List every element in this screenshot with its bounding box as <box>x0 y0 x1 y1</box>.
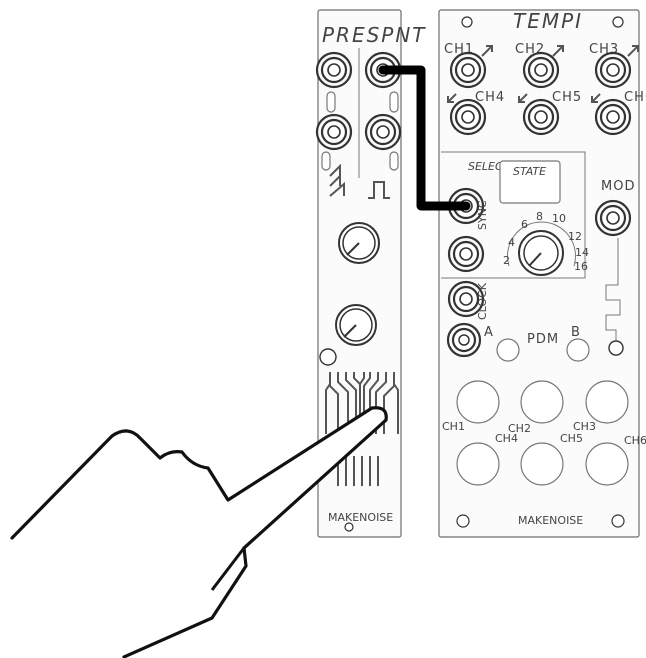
pad-label-ch5: CH5 <box>560 432 583 445</box>
dial-num-4: 4 <box>508 236 515 249</box>
pad-label-ch3: CH3 <box>573 420 596 433</box>
jack-left-lower[interactable] <box>447 235 485 273</box>
tempo-knob[interactable] <box>507 221 576 276</box>
tempi-brand: MAKENOISE <box>518 514 583 527</box>
prespnt-led-slot-2 <box>389 91 399 113</box>
patch-cable <box>378 65 471 211</box>
pad-label-ch1: CH1 <box>442 420 465 433</box>
square-wave-icon <box>368 181 390 199</box>
dial-num-12: 12 <box>568 230 582 243</box>
pad-ch6[interactable] <box>585 442 629 486</box>
mod-label: MOD <box>601 179 635 194</box>
pad-label-ch6: CH6 <box>624 434 646 447</box>
tempi-title: TEMPI <box>513 9 583 33</box>
state-label: STATE <box>513 165 546 178</box>
dial-num-16: 16 <box>574 260 588 273</box>
pad-ch5[interactable] <box>520 442 564 486</box>
prespnt-brand: MAKENOISE <box>328 511 393 524</box>
jack-ch3[interactable] <box>594 51 632 89</box>
sync-label: SYNC <box>476 200 489 230</box>
pad-label-ch4: CH4 <box>495 432 518 445</box>
clock-jack[interactable] <box>447 280 485 318</box>
tempi-screw-top-left <box>461 16 473 28</box>
pdm-label: PDM <box>527 332 559 347</box>
dial-num-14: 14 <box>575 246 589 259</box>
pad-ch3[interactable] <box>585 380 629 424</box>
tempi-screw-top-right <box>612 16 624 28</box>
pointing-hand-icon <box>10 406 388 658</box>
mod-led <box>608 340 624 356</box>
tempi-module: TEMPI CH1 CH2 CH3 CH4 CH5 CH6 SELECT STA… <box>438 9 646 538</box>
tempo-dial-arc <box>507 221 576 267</box>
control-section-frame <box>441 151 586 279</box>
prespnt-touch-plate[interactable] <box>325 372 399 486</box>
mod-trace <box>605 238 621 340</box>
prespnt-led <box>319 348 337 366</box>
clock-button[interactable] <box>446 322 482 358</box>
prespnt-led-slot-3 <box>321 151 331 171</box>
b-label: B <box>571 325 581 340</box>
jack-ch6[interactable] <box>594 98 632 136</box>
jack-ch1[interactable] <box>449 51 487 89</box>
prespnt-led-slot-4 <box>389 151 399 171</box>
prespnt-jack-top-left[interactable] <box>315 51 353 89</box>
dial-num-10: 10 <box>552 212 566 225</box>
button-a[interactable] <box>496 338 520 362</box>
output-arrow-icons-top <box>481 45 639 57</box>
jack-ch4[interactable] <box>449 98 487 136</box>
pad-label-ch2: CH2 <box>508 422 531 435</box>
prespnt-title: PRESPNT <box>322 23 427 47</box>
prespnt-led-slot-1 <box>326 91 336 113</box>
button-b[interactable] <box>566 338 590 362</box>
output-label-ch6: CH6 <box>624 90 646 105</box>
prespnt-jack-mid-right[interactable] <box>364 113 402 151</box>
a-label: A <box>484 325 494 340</box>
clock-label: CLOCK <box>476 282 489 320</box>
output-label-ch5: CH5 <box>552 90 582 105</box>
dial-num-2: 2 <box>503 254 510 267</box>
prespnt-knob-1[interactable] <box>338 222 380 264</box>
prespnt-jack-mid-left[interactable] <box>315 113 353 151</box>
pad-ch2[interactable] <box>520 380 564 424</box>
state-display <box>499 160 561 204</box>
jack-ch2[interactable] <box>522 51 560 89</box>
prespnt-screw <box>344 522 354 532</box>
output-label-ch4: CH4 <box>475 90 505 105</box>
dial-num-6: 6 <box>521 218 528 231</box>
tempi-screw-bottom-right <box>611 514 625 528</box>
prespnt-knob-2[interactable] <box>335 304 377 346</box>
dial-num-8: 8 <box>536 210 543 223</box>
jack-ch5[interactable] <box>522 98 560 136</box>
mod-jack[interactable] <box>594 199 632 237</box>
pad-ch4[interactable] <box>456 442 500 486</box>
output-arrow-icons-bottom <box>447 93 601 103</box>
tempi-screw-bottom-left <box>456 514 470 528</box>
pad-ch1[interactable] <box>456 380 500 424</box>
envelope-wave-icon <box>329 163 345 197</box>
